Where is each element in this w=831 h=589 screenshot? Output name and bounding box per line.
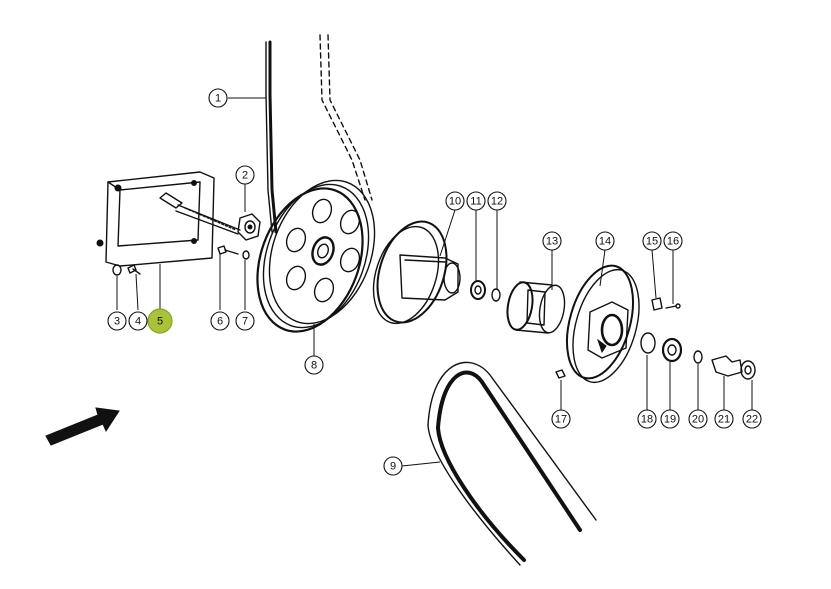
callout-circle bbox=[714, 409, 734, 429]
bolt-washer-drawing bbox=[217, 245, 250, 260]
callout-6[interactable]: 6 bbox=[210, 311, 230, 331]
callout-label: 13 bbox=[546, 236, 558, 248]
callout-label: 2 bbox=[242, 170, 248, 182]
mounting-bracket-drawing bbox=[96, 171, 241, 276]
callout-label: 11 bbox=[470, 196, 481, 208]
callout-circle bbox=[688, 409, 708, 429]
callout-12[interactable]: 12 bbox=[487, 191, 507, 211]
callout-circle bbox=[663, 231, 683, 251]
ring-bearing-washer-drawing bbox=[640, 332, 703, 364]
callout-2[interactable]: 2 bbox=[235, 165, 255, 185]
callout-21[interactable]: 21 bbox=[714, 409, 734, 429]
callout-11[interactable]: 11 bbox=[466, 191, 486, 211]
callout-label: 15 bbox=[646, 236, 658, 248]
small-fittings-drawing bbox=[555, 297, 681, 379]
callout-4[interactable]: 4 bbox=[128, 311, 148, 331]
callout-circle bbox=[147, 308, 173, 334]
callout-label: 22 bbox=[746, 414, 758, 426]
sleeve-drawing bbox=[506, 281, 566, 334]
callout-circle bbox=[208, 88, 228, 108]
callout-circle bbox=[383, 456, 403, 476]
pulley-drawing bbox=[256, 179, 376, 333]
callout-1[interactable]: 1 bbox=[208, 88, 228, 108]
callout-circle bbox=[742, 409, 762, 429]
callout-circle bbox=[466, 191, 486, 211]
callout-7[interactable]: 7 bbox=[235, 311, 255, 331]
callout-15[interactable]: 15 bbox=[642, 231, 662, 251]
flanged-disc-drawing bbox=[372, 220, 461, 325]
callout-circle bbox=[542, 231, 562, 251]
callout-label: 5 bbox=[157, 316, 163, 328]
callout-10[interactable]: 10 bbox=[445, 191, 465, 211]
callout-5[interactable]: 5 bbox=[147, 308, 173, 334]
callout-label: 10 bbox=[449, 196, 461, 208]
callout-18[interactable]: 18 bbox=[637, 409, 657, 429]
callout-label: 21 bbox=[718, 414, 730, 426]
callout-circle bbox=[595, 231, 615, 251]
callout-label: 18 bbox=[641, 414, 653, 426]
callout-circle bbox=[210, 311, 230, 331]
nut-drawing bbox=[237, 213, 261, 241]
callout-circle bbox=[487, 191, 507, 211]
callout-circle bbox=[642, 231, 662, 251]
callout-label: 12 bbox=[491, 196, 503, 208]
callout-label: 17 bbox=[555, 414, 567, 426]
callout-22[interactable]: 22 bbox=[742, 409, 762, 429]
callout-label: 9 bbox=[390, 461, 396, 473]
callout-circle bbox=[660, 409, 680, 429]
callout-circle bbox=[107, 311, 127, 331]
callout-circle bbox=[637, 409, 657, 429]
callout-13[interactable]: 13 bbox=[542, 231, 562, 251]
callout-17[interactable]: 17 bbox=[551, 409, 571, 429]
callout-8[interactable]: 8 bbox=[304, 355, 324, 375]
shaft-nut-drawing bbox=[711, 355, 756, 380]
callout-circle bbox=[551, 409, 571, 429]
belt-upper-drawing bbox=[265, 34, 373, 234]
variator-disc-drawing bbox=[566, 264, 640, 384]
callout-circle bbox=[235, 311, 255, 331]
callout-16[interactable]: 16 bbox=[663, 231, 683, 251]
bearing-circlip-drawing bbox=[470, 280, 501, 302]
callout-label: 20 bbox=[692, 414, 704, 426]
callout-label: 8 bbox=[311, 360, 317, 372]
callout-label: 16 bbox=[667, 236, 679, 248]
callout-19[interactable]: 19 bbox=[660, 409, 680, 429]
callout-label: 19 bbox=[664, 414, 676, 426]
callout-label: 4 bbox=[135, 316, 141, 328]
callout-14[interactable]: 14 bbox=[595, 231, 615, 251]
callout-9[interactable]: 9 bbox=[383, 456, 403, 476]
callout-circle bbox=[445, 191, 465, 211]
callout-label: 3 bbox=[114, 316, 120, 328]
callout-3[interactable]: 3 bbox=[107, 311, 127, 331]
callout-circle bbox=[235, 165, 255, 185]
belt-lower-drawing bbox=[427, 361, 597, 566]
callout-label: 7 bbox=[242, 316, 248, 328]
callout-circle bbox=[128, 311, 148, 331]
direction-arrow-icon bbox=[45, 407, 120, 446]
leader-lines bbox=[116, 97, 753, 467]
callout-label: 1 bbox=[215, 93, 221, 105]
callout-label: 14 bbox=[599, 236, 611, 248]
callout-20[interactable]: 20 bbox=[688, 409, 708, 429]
callout-label: 6 bbox=[217, 316, 223, 328]
callout-circle bbox=[304, 355, 324, 375]
